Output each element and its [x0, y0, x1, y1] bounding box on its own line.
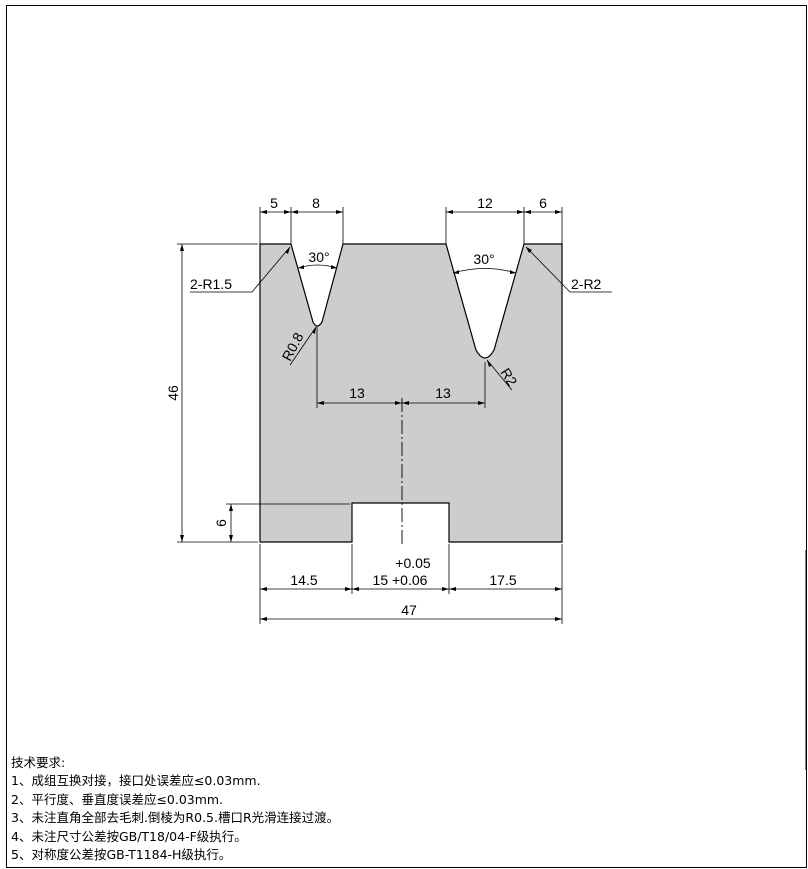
dim-47: 47	[401, 602, 417, 618]
dim-8: 8	[312, 195, 320, 211]
tech-item-5: 5、对称度公差按GB-T1184-H级执行。	[11, 847, 232, 863]
leader-r-right-arrow	[526, 247, 532, 253]
dim-6-side: 6	[213, 519, 229, 527]
leader-r-left-arrow	[285, 247, 290, 254]
center-dims-arrows	[317, 401, 485, 405]
tech-item-4: 4、未注尺寸公差按GB/T18/04-F级执行。	[11, 828, 247, 844]
dim-13-left: 13	[349, 385, 365, 401]
leader-r-right	[525, 246, 612, 293]
tech-item-3: 3、未注直角全部去毛刺.倒棱为R0.5.槽口R光滑连接过渡。	[11, 810, 340, 826]
dim-5: 5	[270, 195, 278, 211]
angle-arc-right	[452, 268, 517, 274]
dim-15: 15 +0.06	[373, 572, 428, 588]
arrow-46-bottom	[180, 535, 184, 542]
dim-tolerance-upper: +0.05	[395, 555, 431, 571]
drawing-frame	[6, 5, 807, 868]
technical-requirements: 技术要求: 1、成组互换对接，接口处误差应≤0.03mm. 2、平行度、垂直度误…	[11, 754, 339, 864]
top-arrows	[260, 210, 562, 214]
leader-r-left	[190, 246, 291, 293]
arrow-46-top	[180, 244, 184, 251]
dim-17-5: 17.5	[489, 572, 516, 588]
part-body	[259, 243, 563, 543]
leader-r2-arrow	[487, 360, 492, 367]
dim-6-top: 6	[539, 195, 547, 211]
leader-r08	[289, 326, 317, 366]
angle-arrow-right-a	[453, 270, 459, 274]
radius-left-label: 2-R1.5	[190, 276, 232, 292]
angle-right-label: 30°	[473, 251, 494, 267]
height-46-lines	[177, 243, 258, 543]
angle-left-label: 30°	[308, 249, 329, 265]
tech-item-1: 1、成组互换对接，接口处误差应≤0.03mm.	[11, 773, 261, 789]
angle-arrow-left-a	[298, 265, 304, 269]
angle-arrow-right-b	[510, 270, 516, 274]
arrow-6-bottom	[229, 535, 233, 542]
dim-46: 46	[165, 385, 181, 401]
angle-arrow-left-b	[331, 265, 337, 269]
dim-14-5: 14.5	[290, 572, 317, 588]
dim-13-right: 13	[435, 385, 451, 401]
radius-right-label: 2-R2	[571, 276, 602, 292]
bottom-extension-lines	[259, 544, 563, 624]
leader-r08-arrow	[312, 327, 316, 334]
arrow-6-top	[229, 504, 233, 511]
dim-12: 12	[477, 195, 493, 211]
bottom-arrows	[260, 587, 562, 621]
tech-item-2: 2、平行度、垂直度误差应≤0.03mm.	[11, 791, 224, 807]
top-extension-lines	[259, 207, 563, 244]
tech-title: 技术要求:	[11, 755, 66, 770]
